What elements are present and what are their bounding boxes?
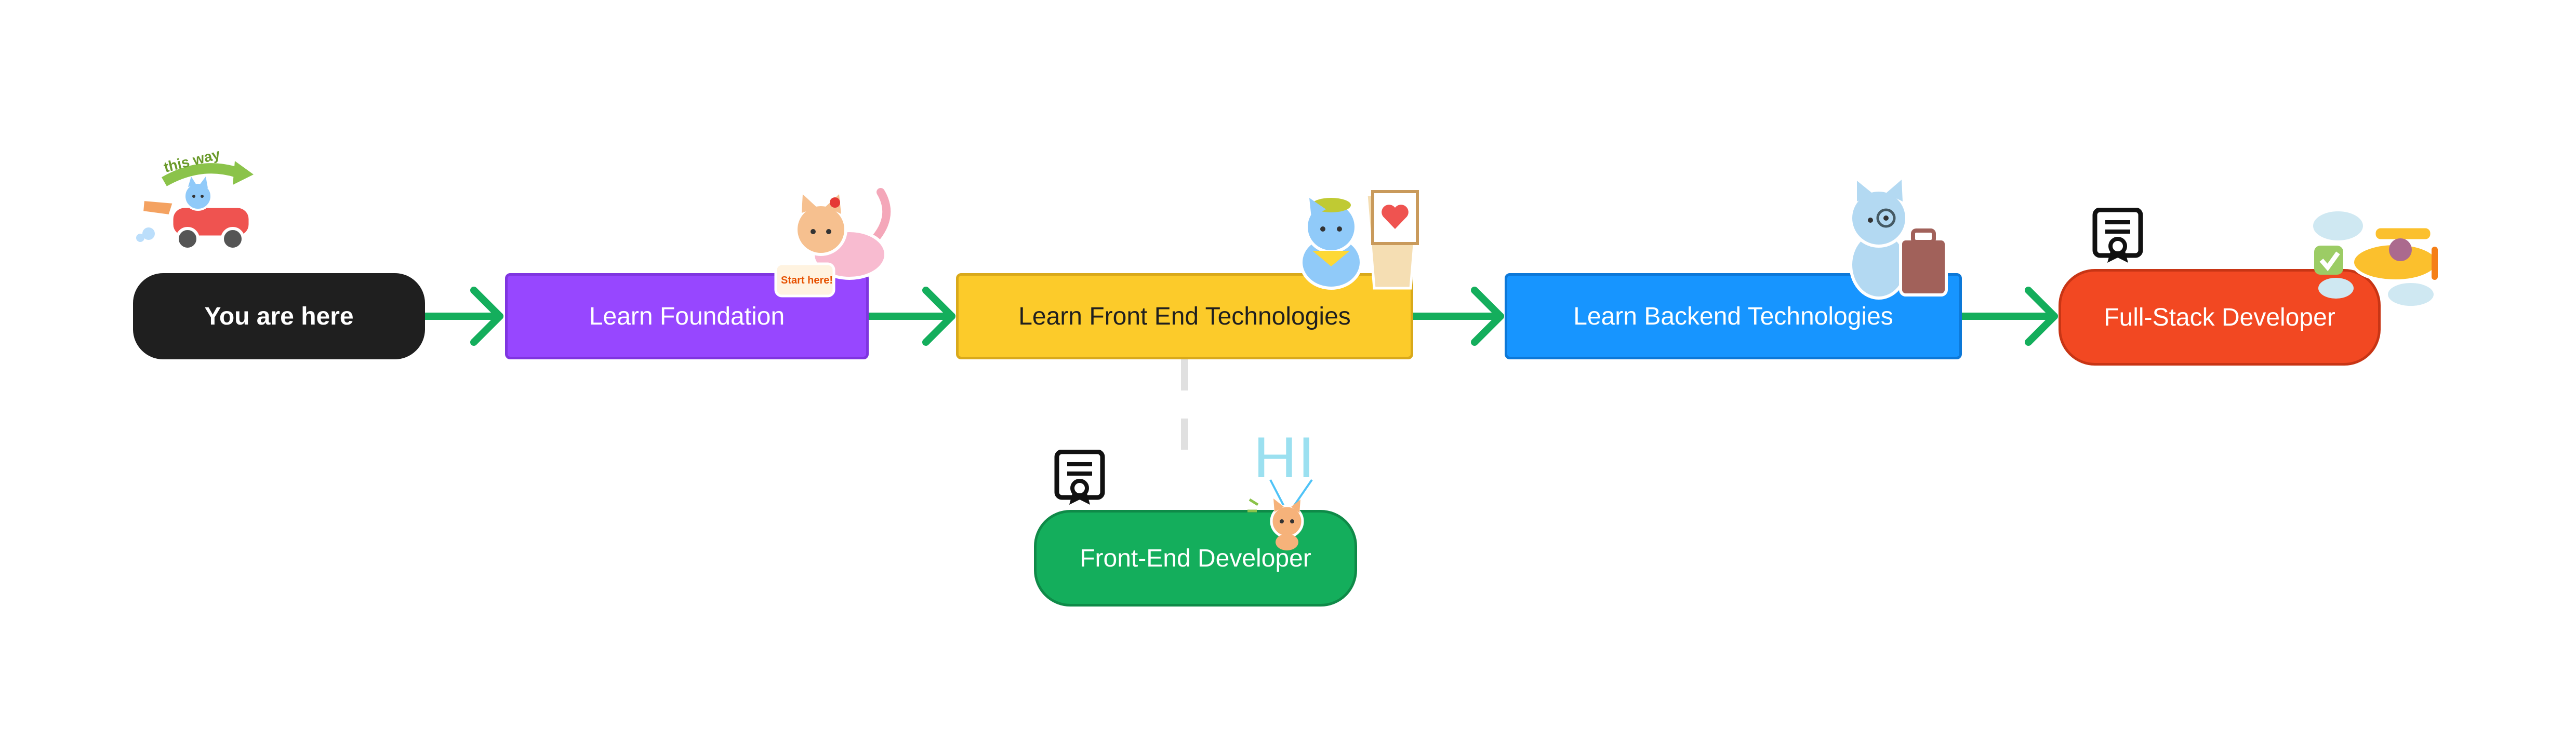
car-cat-sticker: this way	[136, 146, 254, 251]
start-here-text: Start here!	[781, 275, 833, 286]
arrow-frontend-to-backend	[1410, 287, 1504, 346]
hi-balloon-cat-sticker: HI	[1247, 422, 1317, 550]
hi-balloon-text: HI	[1253, 423, 1315, 492]
node-front-end-developer[interactable]: Front-End Developer	[1034, 510, 1357, 607]
arrow-backend-to-fullstack	[1958, 287, 2058, 346]
briefcase-cat-sticker	[1849, 180, 1948, 300]
painter-cat-sticker	[1299, 190, 1420, 290]
arrow-start-to-foundation	[421, 287, 503, 346]
node-you-are-here[interactable]: You are here	[133, 273, 425, 359]
airplane-sticker	[2313, 211, 2439, 306]
certificate-icon	[1054, 450, 1105, 505]
certificate-icon	[2092, 208, 2143, 263]
start-here-cat-sticker: Start here!	[774, 188, 891, 298]
node-learn-backend[interactable]: Learn Backend Technologies	[1505, 273, 1962, 359]
node-learn-front-end[interactable]: Learn Front End Technologies	[956, 273, 1413, 359]
arrow-foundation-to-frontend	[865, 287, 955, 346]
